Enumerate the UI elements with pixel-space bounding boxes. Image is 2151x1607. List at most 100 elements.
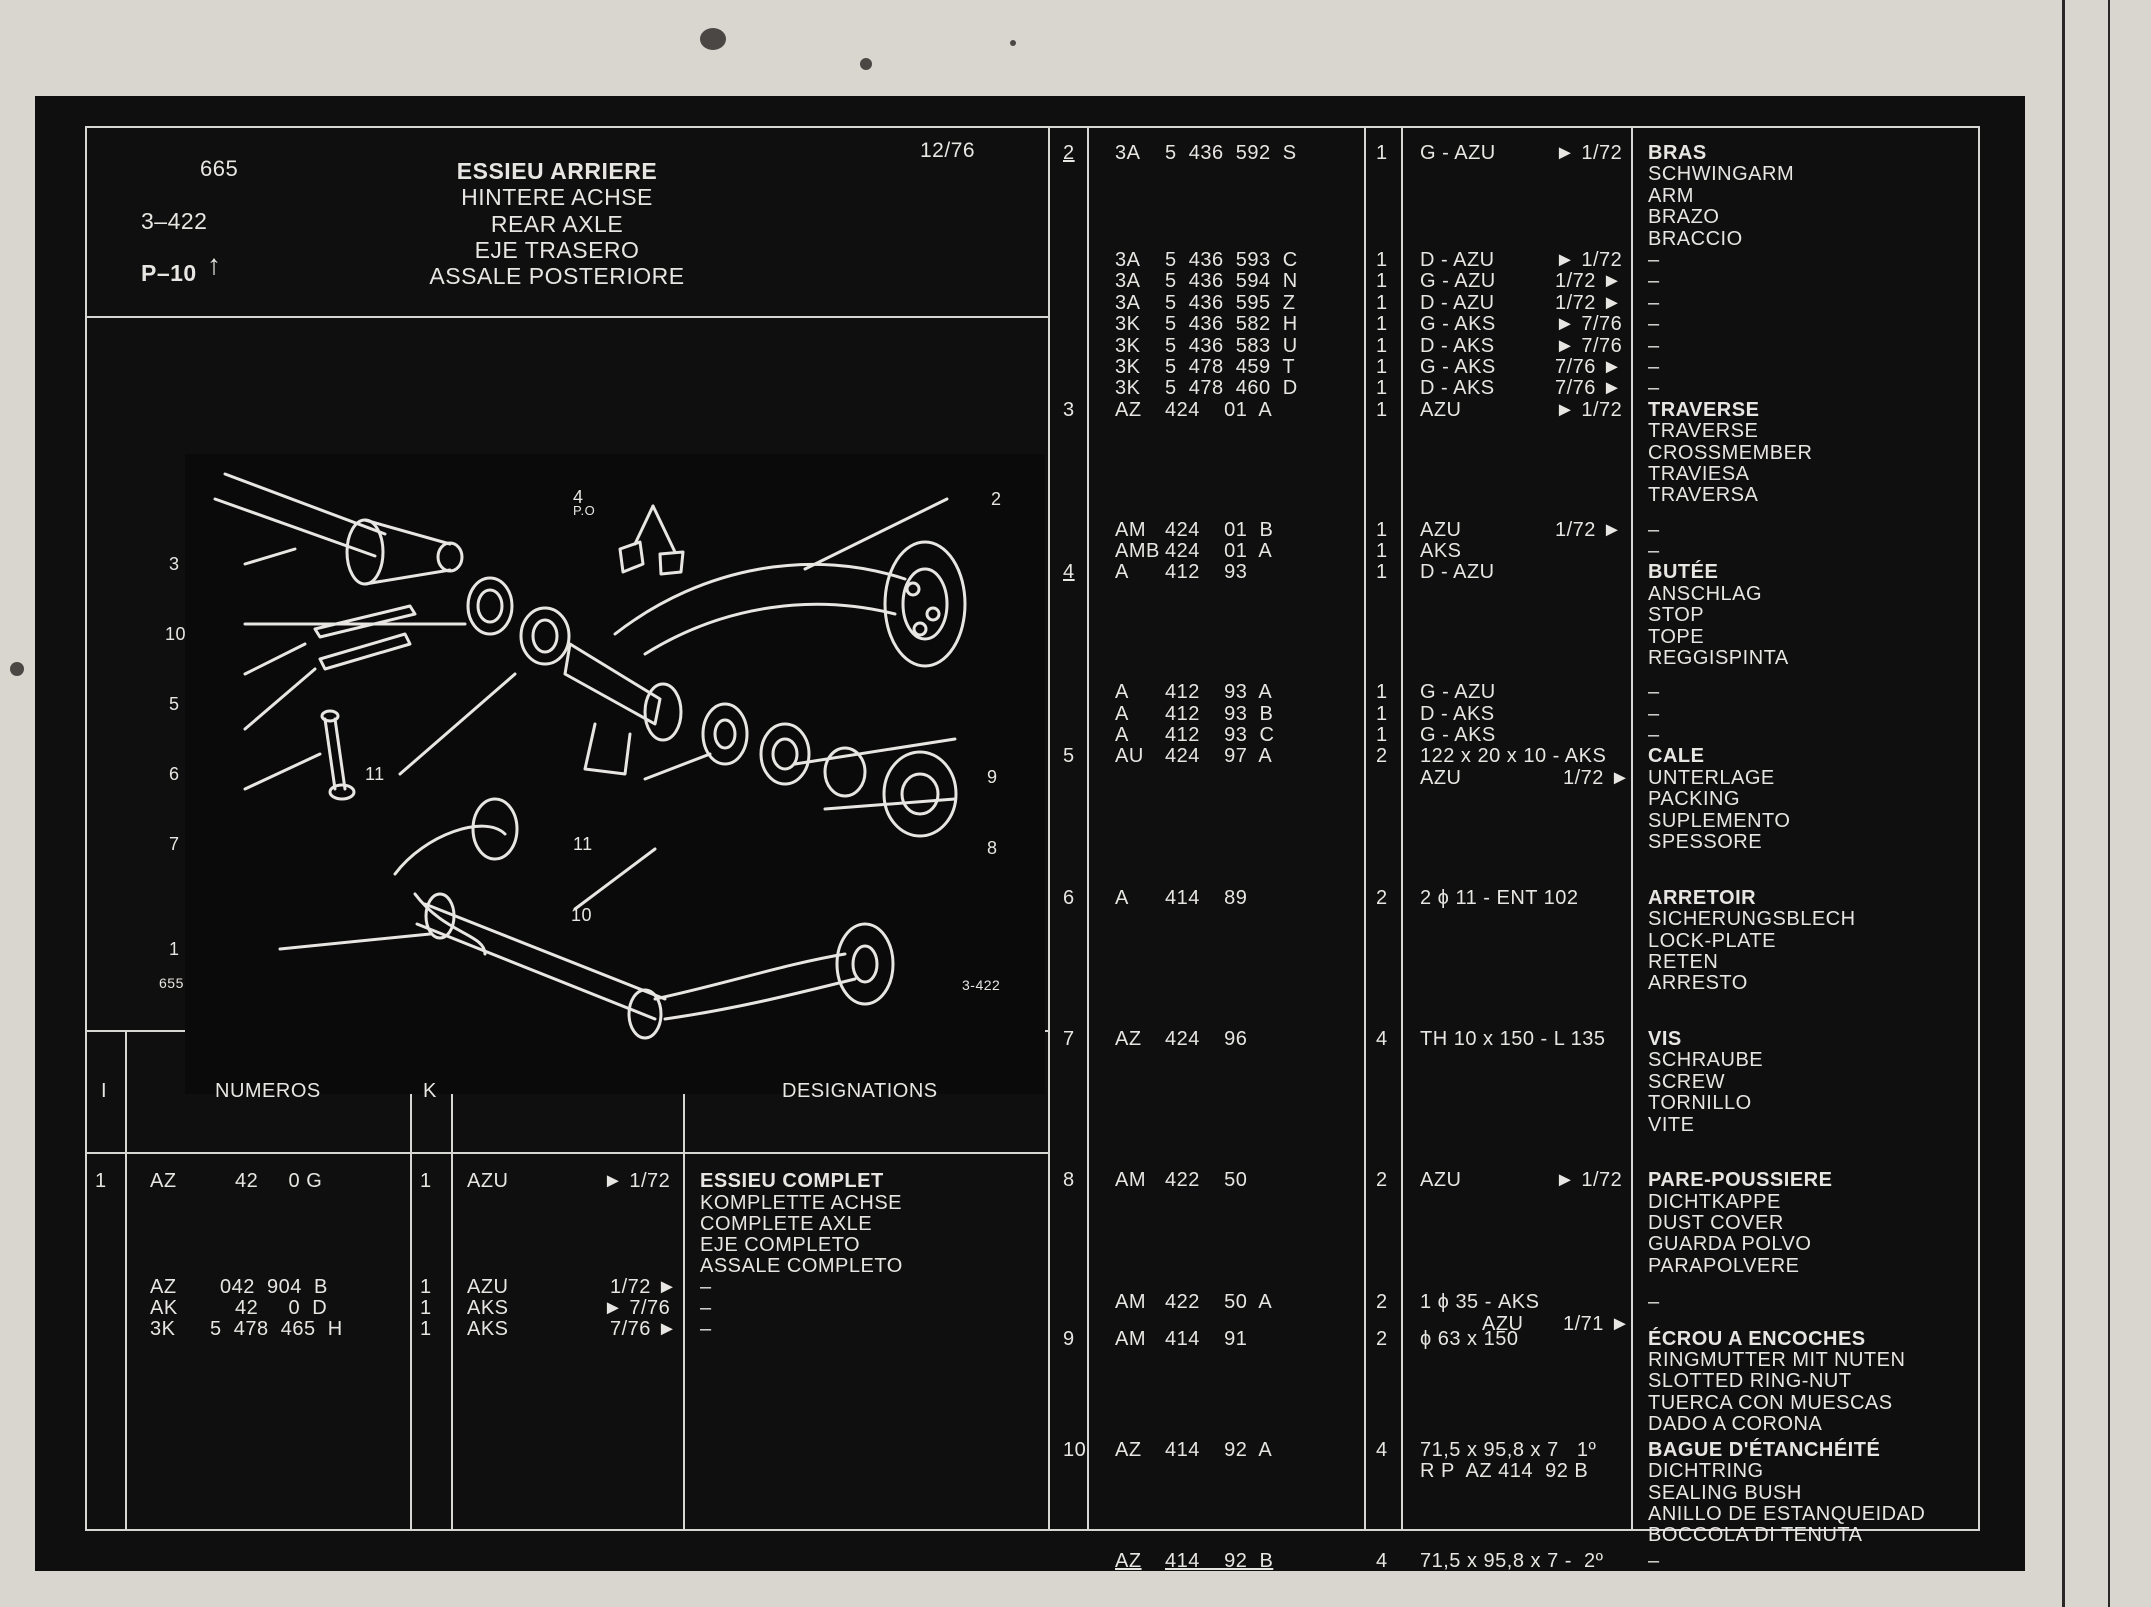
- designation: TRAVERSE: [1648, 398, 1760, 421]
- item-index: 9: [1063, 1327, 1075, 1350]
- part-number: 5 478 459 T: [1165, 356, 1296, 378]
- part-prefix: A: [1115, 702, 1129, 725]
- part-prefix: A: [1115, 724, 1129, 747]
- designation-translation: EJE COMPLETO: [700, 1234, 861, 1256]
- quantity: 1: [1376, 270, 1388, 293]
- quantity: 2: [1376, 745, 1388, 768]
- application: AZU: [1482, 1312, 1524, 1335]
- exploded-axle-diagram: [185, 454, 1045, 1094]
- part-number: 424 97 A: [1165, 745, 1273, 768]
- application: AKS: [467, 1318, 509, 1340]
- page-title: REAR AXLE: [490, 211, 624, 237]
- divider: [125, 1030, 127, 1531]
- section-ref: 3–422: [141, 208, 208, 234]
- part-number: 424 01 A: [1165, 398, 1273, 421]
- page-edge-line: [2108, 0, 2110, 1607]
- divider: [1631, 126, 1633, 1531]
- callout-label: 10: [165, 624, 187, 644]
- application: TH 10 x 150 - L 135: [1420, 1027, 1606, 1050]
- designation-translation: GUARDA POLVO: [1648, 1233, 1812, 1256]
- designation: –: [1648, 724, 1660, 747]
- part-prefix: 3K: [1115, 356, 1141, 378]
- designation-translation: COMPLETE AXLE: [700, 1213, 873, 1235]
- designation-translation: TRAVERSA: [1648, 484, 1759, 507]
- part-prefix: AZ: [1115, 398, 1142, 421]
- part-prefix: AZ: [1115, 1550, 1142, 1573]
- application: 122 x 20 x 10 - AKS: [1420, 745, 1607, 768]
- designation: ÉCROU A ENCOCHES: [1648, 1327, 1866, 1350]
- item-index: 3: [1063, 398, 1075, 421]
- designation: –: [1648, 270, 1660, 293]
- quantity: 1: [1376, 249, 1388, 271]
- designation-translation: ANSCHLAG: [1648, 582, 1763, 605]
- application: D - AKS: [1420, 334, 1495, 357]
- designation: –: [700, 1276, 712, 1298]
- part-prefix: AZ: [1115, 1438, 1142, 1461]
- paper-speck: [1010, 40, 1016, 46]
- designation: –: [1648, 291, 1660, 314]
- item-index: 6: [1063, 886, 1075, 909]
- quantity: 1: [420, 1318, 432, 1340]
- designation: –: [1648, 334, 1660, 357]
- part-number: 042 904 B: [220, 1276, 328, 1298]
- part-number: 424 01 A: [1165, 540, 1273, 563]
- quantity: 1: [1376, 681, 1388, 704]
- application: AKS: [467, 1297, 509, 1319]
- application: AKS: [1420, 540, 1462, 563]
- designation-translation: DUST COVER: [1648, 1212, 1784, 1234]
- designation-translation: BRACCIO: [1648, 227, 1743, 250]
- part-prefix: AZ: [150, 1170, 177, 1192]
- designation-translation: RINGMUTTER MIT NUTEN: [1648, 1348, 1906, 1371]
- designation-translation: PARAPOLVERE: [1648, 1254, 1800, 1277]
- quantity: 2: [1376, 886, 1388, 909]
- part-prefix: AMB: [1115, 540, 1160, 563]
- designation-translation: LOCK-PLATE: [1648, 929, 1776, 952]
- date-range: 1/71 ►: [1563, 1312, 1631, 1335]
- callout-label: 2: [991, 489, 1002, 509]
- part-number: 5 436 594 N: [1165, 270, 1298, 293]
- date-range: 1/72 ►: [610, 1276, 678, 1298]
- part-number: 414 92 A: [1165, 1438, 1273, 1461]
- page-title: ASSALE POSTERIORE: [429, 263, 685, 289]
- divider: [85, 316, 1048, 318]
- diagram-corner-ref: 655: [159, 975, 184, 991]
- part-prefix: 3A: [1115, 142, 1141, 164]
- designation: BAGUE D'ÉTANCHÉITÉ: [1648, 1438, 1881, 1461]
- application: G - AZU: [1420, 142, 1496, 164]
- application: AZU: [1420, 1169, 1462, 1192]
- part-number: 42 0 G: [235, 1170, 323, 1192]
- date-range: 7/76 ►: [610, 1318, 678, 1340]
- part-prefix: A: [1115, 681, 1129, 704]
- application: 2 ϕ 11 - ENT 102: [1420, 886, 1579, 909]
- part-number: 5 436 595 Z: [1165, 291, 1296, 314]
- part-number: 5 436 582 H: [1165, 313, 1298, 336]
- designation-translation: ARRESTO: [1648, 972, 1748, 995]
- designation-translation: UNTERLAGE: [1648, 766, 1775, 789]
- date-range: ► 7/76: [1555, 313, 1623, 336]
- designation: –: [1648, 1291, 1660, 1314]
- designation-translation: SUPLEMENTO: [1648, 809, 1791, 832]
- item-index: 4: [1063, 561, 1075, 584]
- designation-translation: STOP: [1648, 604, 1705, 627]
- quantity: 2: [1376, 1169, 1388, 1192]
- date-range: ► 1/72: [1555, 249, 1623, 271]
- designation-translation: SICHERUNGSBLECH: [1648, 908, 1856, 931]
- designation-translation: RETEN: [1648, 950, 1719, 973]
- quantity: 1: [1376, 377, 1388, 400]
- designation-translation: TRAVIESA: [1648, 463, 1750, 485]
- quantity: 4: [1376, 1438, 1388, 1461]
- designation-translation: VITE: [1648, 1113, 1695, 1136]
- application: D - AZU: [1420, 561, 1495, 584]
- callout-label: 3: [169, 554, 180, 574]
- divider: [451, 1030, 453, 1531]
- designation-translation: ANILLO DE ESTANQUEIDAD: [1648, 1503, 1926, 1526]
- application: 71,5 x 95,8 x 7 1º: [1420, 1438, 1597, 1461]
- callout-label: 8: [987, 838, 998, 858]
- part-prefix: AZ: [1115, 1027, 1142, 1050]
- column-header-k: K: [423, 1080, 437, 1102]
- quantity: 1: [420, 1276, 432, 1298]
- designation: BUTÉE: [1648, 561, 1719, 584]
- quantity: 1: [420, 1170, 432, 1192]
- quantity: 1: [1376, 291, 1388, 314]
- date-range: ► 1/72: [1555, 142, 1623, 164]
